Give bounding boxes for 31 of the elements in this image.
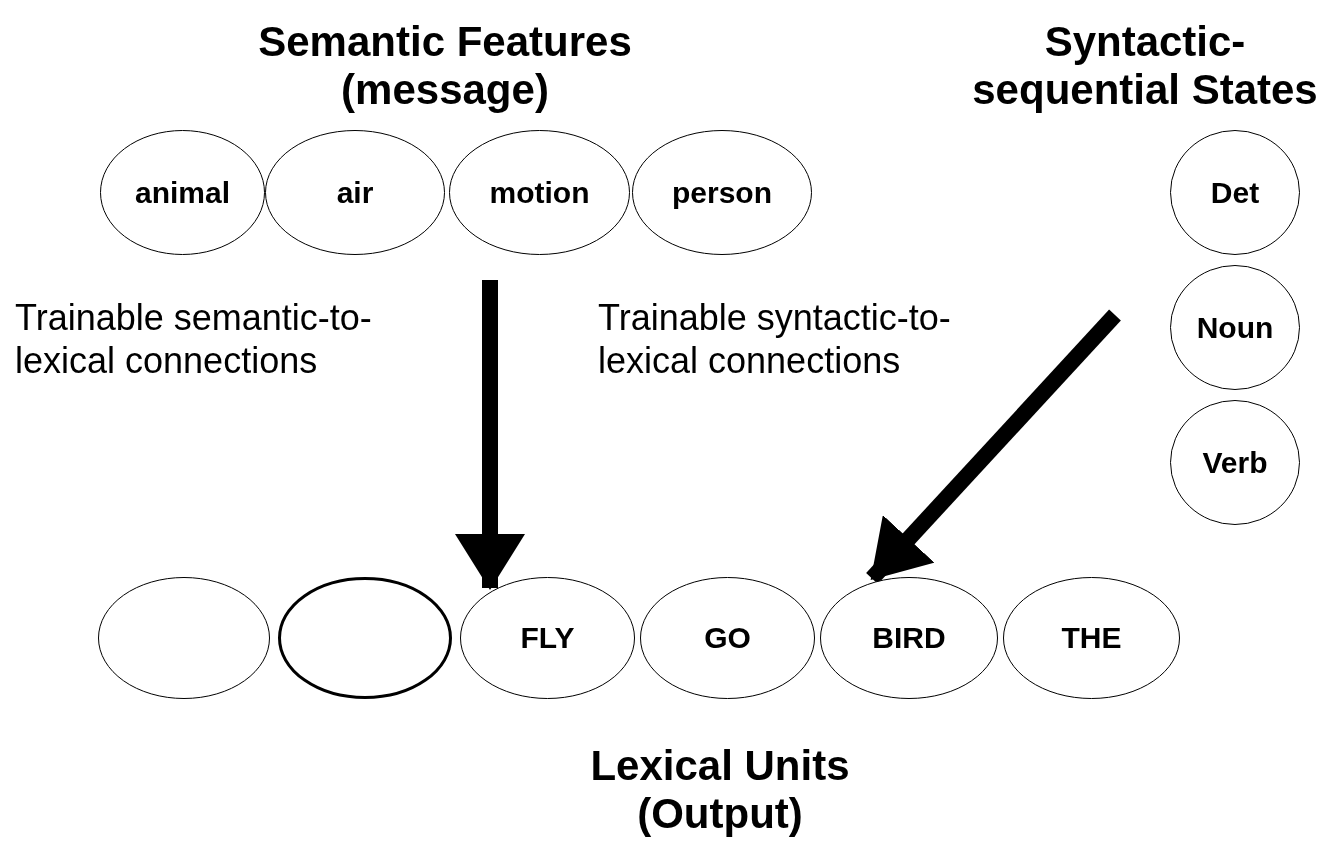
node-label: animal [134, 175, 230, 210]
ellipse-node [460, 577, 635, 699]
ellipse-node [1170, 400, 1300, 525]
node-label: BIRD [872, 621, 946, 655]
node-label: Verb [1202, 445, 1268, 480]
ellipse-node [100, 130, 265, 255]
group-heading: Lexical Units (Output) [589, 742, 851, 839]
node-label: air [336, 175, 374, 210]
node-label: THE [1061, 621, 1122, 655]
group-heading: Syntactic- sequential States [971, 18, 1319, 115]
ellipse-node [98, 577, 270, 699]
node-label: motion [489, 175, 590, 210]
ellipse-node [278, 577, 452, 699]
edge-label: Trainable semantic-to- lexical connections [15, 296, 372, 383]
node-label: Noun [1196, 310, 1274, 345]
ellipse-node [632, 130, 812, 255]
ellipse-node [1003, 577, 1180, 699]
arrow [455, 280, 525, 590]
node-label: Det [1210, 175, 1260, 210]
edge-label: Trainable syntactic-to- lexical connections [598, 296, 951, 383]
ellipse-node [640, 577, 815, 699]
node-label: GO [704, 621, 751, 655]
ellipse-node [449, 130, 630, 255]
node-label: person [672, 175, 772, 210]
arrow [866, 309, 1121, 584]
group-heading: Semantic Features (message) [257, 18, 633, 115]
ellipse-node [265, 130, 445, 255]
ellipse-node [1170, 130, 1300, 255]
node-label: FLY [520, 621, 575, 655]
ellipse-node [820, 577, 998, 699]
ellipse-node [1170, 265, 1300, 390]
